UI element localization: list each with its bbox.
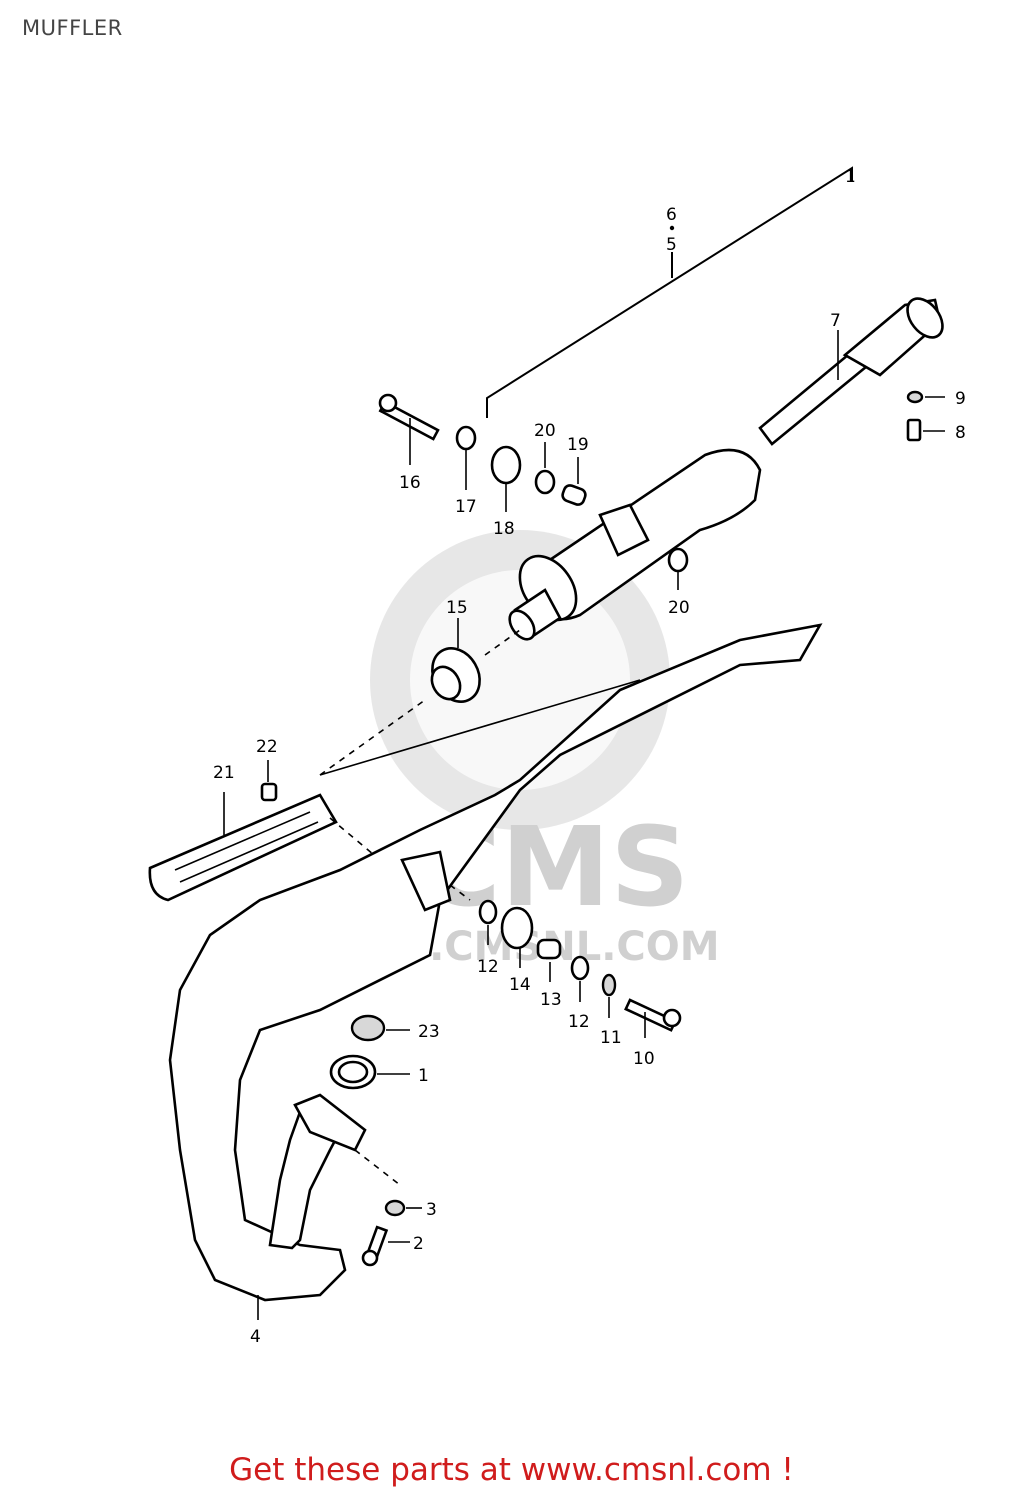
washer-part-12-a	[478, 899, 498, 945]
callout-16: 16	[399, 473, 421, 493]
screw-22	[260, 782, 278, 802]
callout-19: 19	[567, 435, 589, 455]
nut-3	[384, 1199, 406, 1217]
callout-labels: 1 6 5 7 9 8 16 17 18 20 19 20 15 22 21 1…	[213, 167, 966, 1347]
bolt-part-16	[378, 393, 440, 465]
washer-18	[490, 445, 522, 485]
callout-21: 21	[213, 763, 235, 783]
callout-8: 8	[955, 423, 966, 443]
washer-part-11	[601, 973, 617, 1018]
dot-separator	[669, 225, 675, 231]
callout-17: 17	[455, 497, 477, 517]
washer-12-b	[570, 955, 590, 981]
assembly-bracket	[486, 166, 853, 418]
collar-13	[536, 938, 562, 960]
page-title: MUFFLER	[22, 16, 123, 40]
callout-20-bottom: 20	[668, 598, 690, 618]
callout-7: 7	[830, 311, 841, 331]
washer-part-18	[490, 445, 522, 512]
bush-part-15	[319, 618, 521, 776]
protector-part-21	[148, 792, 381, 902]
gasket-1-inner	[337, 1060, 369, 1084]
muffler-body	[508, 448, 762, 641]
callout-6: 6	[666, 205, 677, 225]
nut-9	[906, 390, 924, 404]
callout-1-bottom: 1	[418, 1066, 429, 1086]
bolt-10-head	[662, 1008, 682, 1028]
washer-14	[500, 906, 534, 950]
callout-5: 5	[666, 235, 677, 255]
bolt-8	[906, 418, 922, 442]
washer-12-a	[478, 899, 498, 925]
guide-line-chamber	[319, 679, 641, 776]
guide-chamber-bracket	[449, 884, 471, 901]
exhaust-pipe-part-4	[168, 623, 823, 1320]
nut-part-9	[906, 390, 945, 404]
muffler-mount-bracket	[598, 503, 650, 557]
washer-20-top	[534, 469, 556, 495]
screw-part-22	[260, 760, 278, 802]
callout-12-a: 12	[477, 957, 499, 977]
collar-part-19	[561, 457, 587, 506]
nut-part-3	[354, 1149, 422, 1217]
bolt-part-2	[361, 1225, 410, 1267]
exhaust-flange	[293, 1093, 367, 1152]
gasket-23	[350, 1014, 386, 1042]
guide-15a	[319, 699, 426, 776]
chamber-bracket	[400, 850, 452, 912]
callout-22: 22	[256, 737, 278, 757]
callout-14: 14	[509, 975, 531, 995]
protector-21-slot-a	[174, 811, 311, 871]
assembly-bracket-line	[486, 166, 853, 418]
callout-23: 23	[418, 1022, 440, 1042]
bolt-part-10	[624, 998, 682, 1038]
washer-11	[601, 973, 617, 997]
tail-pipe-end	[906, 297, 944, 339]
washer-part-20-bottom	[667, 547, 689, 590]
callout-1-top: 1	[845, 167, 856, 187]
washer-17	[455, 425, 477, 451]
chamber-mount-bracket	[400, 850, 471, 912]
callout-9: 9	[955, 389, 966, 409]
callout-15: 15	[446, 598, 468, 618]
washer-part-17	[455, 425, 477, 490]
callout-4: 4	[250, 1327, 261, 1347]
footer-link[interactable]: Get these parts at www.cmsnl.com !	[229, 1452, 794, 1488]
bush-15-inner	[430, 665, 462, 701]
bolt-2-head	[361, 1249, 379, 1267]
tail-pipe-part-7	[758, 297, 944, 446]
callout-12-b: 12	[568, 1012, 590, 1032]
gasket-part-1	[329, 1054, 410, 1090]
washer-part-14	[500, 906, 534, 968]
guide-3	[354, 1149, 401, 1186]
bolt-part-8	[906, 418, 945, 442]
collar-part-13	[536, 938, 562, 982]
protector-21-slot-b	[179, 821, 319, 883]
callout-11: 11	[600, 1028, 622, 1048]
exhaust-chamber	[168, 623, 823, 1302]
bolt-16-head	[378, 393, 398, 413]
collar-19	[561, 484, 587, 506]
callout-2: 2	[413, 1234, 424, 1254]
callout-18: 18	[493, 519, 515, 539]
callout-3: 3	[426, 1200, 437, 1220]
callout-13: 13	[540, 990, 562, 1010]
washer-part-12-b	[570, 955, 590, 1002]
gasket-part-23	[350, 1014, 410, 1042]
callout-20-top: 20	[534, 421, 556, 441]
washer-part-20-top	[534, 442, 556, 495]
callout-10: 10	[633, 1049, 655, 1069]
washer-20-bottom	[667, 547, 689, 573]
